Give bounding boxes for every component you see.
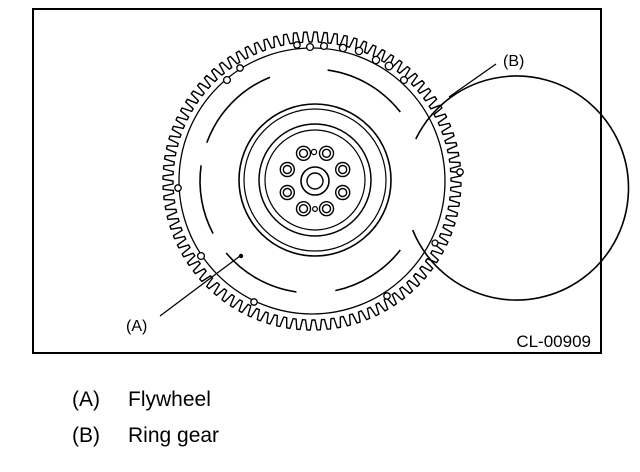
hub-ring-2 [243,108,387,252]
legend-desc-b: Ring gear [128,424,220,447]
callout-label-b: (B) [503,53,524,70]
face-arc-right [411,75,630,301]
bolt-hole [338,187,348,198]
legend: (A) Flywheel (B) Ring gear [72,382,592,454]
face-arc-bottom [225,252,297,293]
hub-dowel-bottom [312,206,319,213]
legend-key-b: (B) [72,424,100,447]
legend-row-b: (B) Ring gear [72,418,592,454]
figure-frame [32,8,602,354]
outer-hole [354,46,364,56]
bolt-hole [338,164,348,175]
hub-ring-3 [258,123,372,237]
flywheel-outer-holes [174,41,464,306]
outer-hole [384,61,394,71]
leader-line-a [159,255,241,317]
bolt-hole [321,203,332,214]
outer-hole [305,42,315,52]
face-arc-left [199,165,214,234]
face-arc-top-right [327,69,401,113]
legend-desc-a: Flywheel [128,388,211,411]
outer-hole [236,64,244,72]
outer-hole [431,239,439,247]
ring-gear-inner-edge [178,47,446,315]
outer-hole [456,168,464,176]
outer-hole [319,41,329,51]
outer-hole [222,75,232,85]
bolt-hole [298,203,309,214]
outer-hole [399,75,409,85]
bolt-hole [321,148,332,159]
flywheel-diagram: (A) (B) CL-00909 [126,31,630,351]
bolt-hole [282,187,292,198]
figure-code: CL-00909 [516,332,591,351]
outer-hole [250,298,258,306]
bolt-hole [282,164,292,175]
leader-dot-a [238,253,244,259]
legend-row-a: (A) Flywheel [72,382,592,418]
hub-outer-ring [238,103,392,257]
face-arc-bottom-right [335,249,401,292]
legend-key-a: (A) [72,388,100,411]
outer-hole [371,55,381,65]
hub-center-inner [306,172,324,190]
hub-dowel-top [310,148,318,156]
leader-line-b [448,63,497,98]
bolt-hole [298,148,309,159]
flywheel-hub [238,103,392,257]
outer-hole [383,292,391,300]
ring-gear-teeth [162,31,462,331]
outer-hole [293,41,301,49]
hub-center-outer [300,166,330,196]
outer-hole [338,43,348,53]
hub-ring-4 [264,129,366,231]
outer-hole [174,184,182,192]
flywheel-face-arcs [199,69,630,301]
face-arc-top-left [206,76,271,143]
hub-bolt-holes [279,145,351,217]
outer-hole [196,251,206,261]
callout-label-a: (A) [126,318,147,335]
